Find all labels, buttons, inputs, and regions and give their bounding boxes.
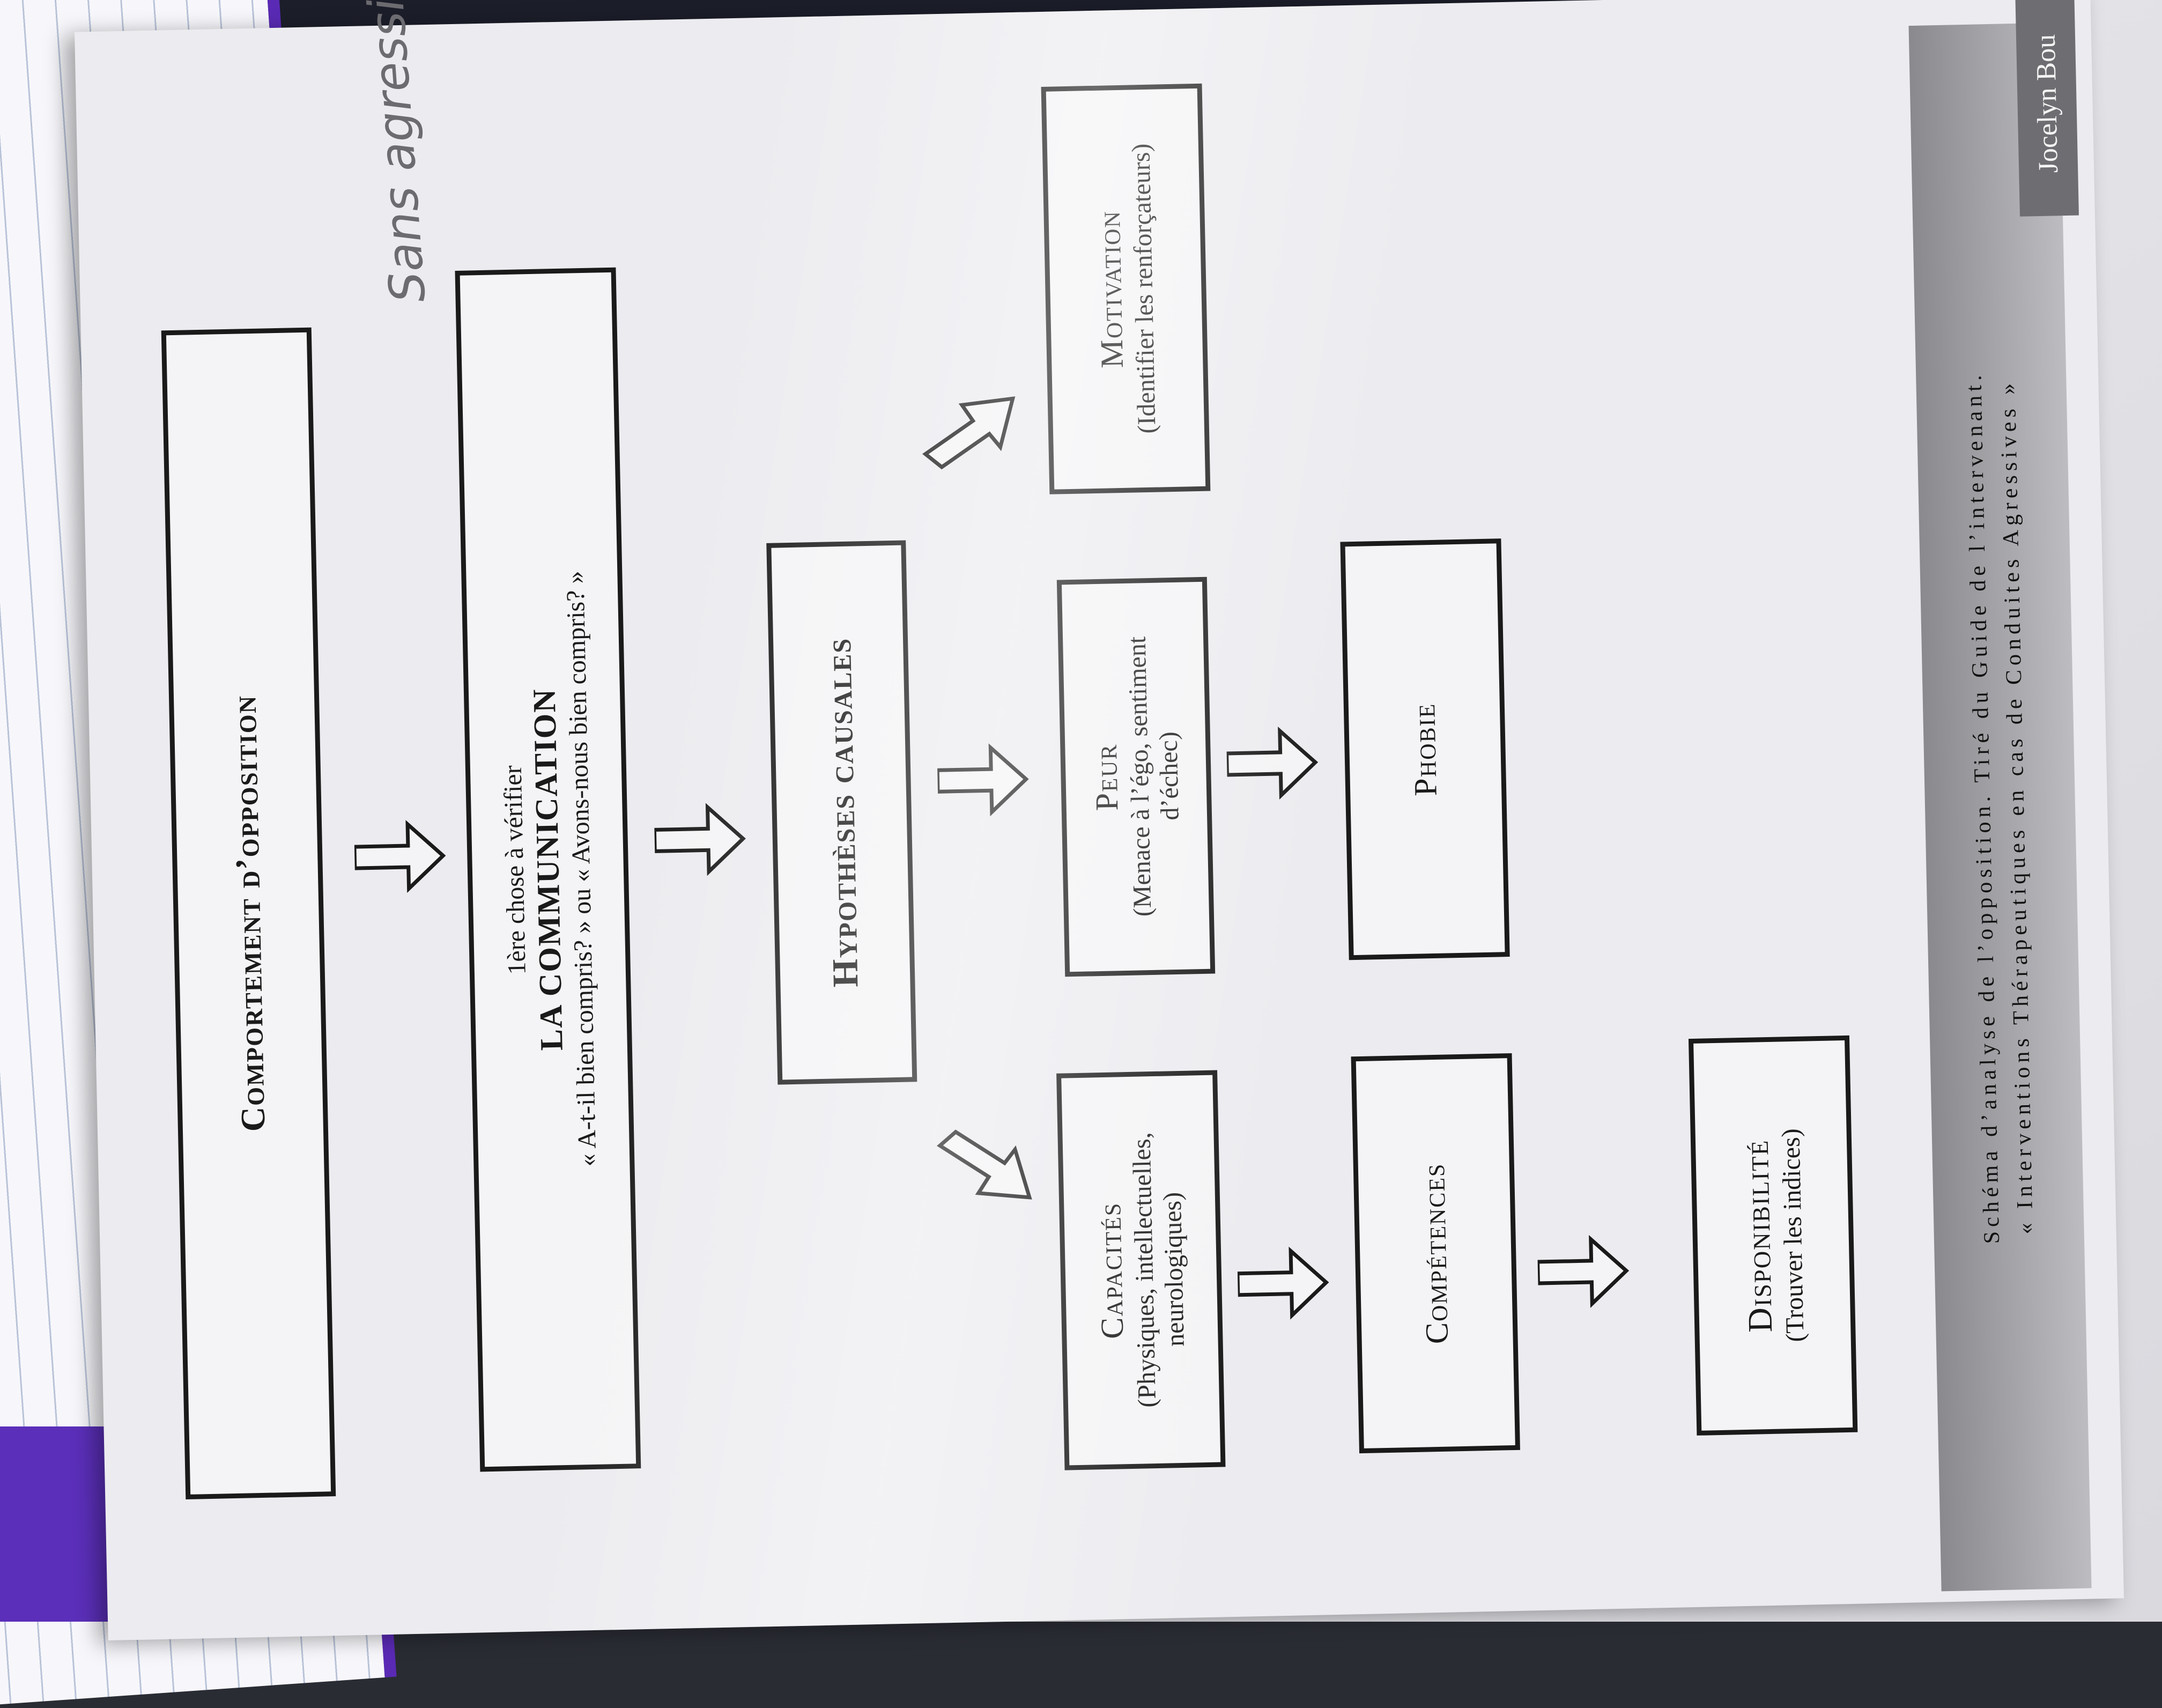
box-opposition: Comportement d’opposition (161, 327, 336, 1499)
box-phobie: Phobie (1340, 538, 1510, 960)
motivation-sub: (Identifier les renforçateurs) (1127, 143, 1162, 434)
competences-title: Compétences (1416, 1162, 1455, 1344)
author-name: Jocelyn Bou (2030, 33, 2064, 173)
arrow-peur-phobie (1226, 726, 1319, 800)
peur-text: Peur (Menace à l’égo, sentiment d’échec) (1085, 636, 1187, 918)
opposition-title: Comportement d’opposition (225, 694, 272, 1133)
box-motivation: Motivation (Identifier les renforçateurs… (1041, 83, 1211, 494)
capacites-sub1: (Physiques, intellectuelles, (1127, 1132, 1162, 1408)
arrow-opposition-communication (353, 820, 446, 893)
arrow-competences-disponibilite (1537, 1235, 1630, 1308)
hypotheses-title: Hypothèses causales (817, 637, 866, 988)
box-capacites: Capacités (Physiques, intellectuelles, n… (1056, 1070, 1226, 1470)
communication-text: 1ère chose à vérifier LA COMMUNICATION «… (494, 571, 603, 1168)
arrow-capacites-competences (1237, 1246, 1329, 1320)
capacites-sub2: neurologiques) (1158, 1192, 1190, 1347)
motivation-text: Motivation (Identifier les renforçateurs… (1090, 143, 1162, 435)
box-disponibilite: Disponibilité (Trouver les indices) (1688, 1035, 1858, 1436)
arrow-hypotheses-peur (937, 743, 1029, 817)
phobie-title: Phobie (1406, 702, 1443, 796)
peur-title: Peur (1087, 743, 1125, 812)
arrow-hypotheses-capacites (937, 1129, 1032, 1200)
capacites-title: Capacités (1092, 1202, 1130, 1340)
footer-text: Schéma d’analyse de l’opposition. Tiré d… (1957, 370, 2043, 1244)
box-peur: Peur (Menace à l’égo, sentiment d’échec) (1056, 576, 1216, 977)
disponibilite-sub: (Trouver les indices) (1776, 1128, 1810, 1342)
box-communication: 1ère chose à vérifier LA COMMUNICATION «… (455, 267, 641, 1472)
diagram-sheet: Comportement d’opposition Sans agressivi… (74, 0, 2124, 1641)
peur-sub2: d’échec) (1154, 731, 1184, 821)
footer-caption: Schéma d’analyse de l’opposition. Tiré d… (1908, 23, 2092, 1592)
motivation-title: Motivation (1091, 210, 1130, 369)
capacites-text: Capacités (Physiques, intellectuelles, n… (1090, 1132, 1192, 1409)
disponibilite-title: Disponibilité (1737, 1138, 1780, 1333)
author-tab: Jocelyn Bou (2015, 0, 2079, 217)
box-competences: Compétences (1351, 1053, 1520, 1454)
peur-sub1: (Menace à l’égo, sentiment (1122, 636, 1157, 918)
arrow-communication-hypotheses (654, 803, 746, 876)
arrow-hypotheses-motivation (922, 396, 1016, 470)
box-hypotheses: Hypothèses causales (766, 540, 917, 1085)
handwritten-note: Sans agressivité (351, 0, 437, 305)
disponibilite-text: Disponibilité (Trouver les indices) (1736, 1128, 1810, 1343)
